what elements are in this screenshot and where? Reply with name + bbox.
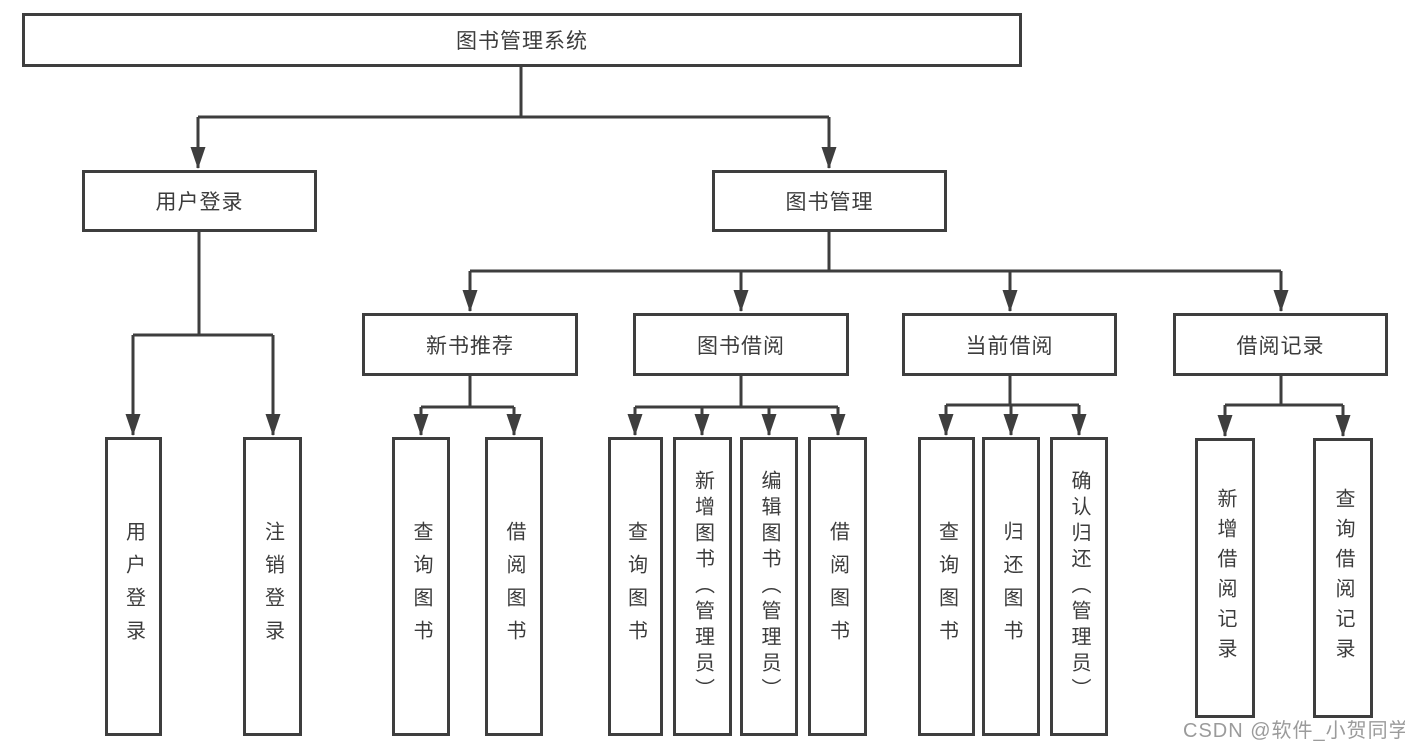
leaf-confirm-return-admin: 确认归还（管理员） — [1050, 437, 1108, 736]
node-label: 新书推荐 — [426, 334, 514, 358]
leaf-add-books-admin: 新增图书（管理员） — [673, 437, 732, 736]
node-label: 用户登录 — [155, 191, 244, 214]
leaf-query-books-current: 查询图书 — [918, 437, 975, 736]
node-label: 用户登录 — [122, 520, 145, 653]
node-label: 图书借阅 — [697, 334, 785, 358]
node-label: 查询图书 — [624, 520, 647, 653]
node-label: 借阅记录 — [1236, 334, 1325, 358]
leaf-query-books-recommendation: 查询图书 — [392, 437, 450, 736]
leaf-logout: 注销登录 — [243, 437, 302, 736]
node-user-login: 用户登录 — [82, 170, 317, 232]
leaf-query-borrow-record: 查询借阅记录 — [1313, 438, 1373, 718]
node-label: 编辑图书（管理员） — [758, 469, 780, 704]
node-label: 确认归还（管理员） — [1068, 469, 1090, 704]
node-label: 注销登录 — [261, 520, 284, 653]
node-label: 新增借阅记录 — [1214, 488, 1236, 668]
node-label: 借阅图书 — [503, 520, 525, 653]
node-label: 查询借阅记录 — [1332, 488, 1354, 668]
node-book-management: 图书管理 — [712, 170, 947, 232]
leaf-return-books: 归还图书 — [982, 437, 1040, 736]
leaf-borrow-books-recommendation: 借阅图书 — [485, 437, 543, 736]
node-current-borrowing: 当前借阅 — [902, 313, 1117, 376]
node-label: 当前借阅 — [965, 334, 1054, 358]
leaf-user-login: 用户登录 — [105, 437, 162, 736]
node-book-borrowing: 图书借阅 — [633, 313, 849, 376]
node-label: 查询图书 — [935, 520, 958, 653]
leaf-query-books-borrowing: 查询图书 — [608, 437, 663, 736]
leaf-edit-books-admin: 编辑图书（管理员） — [740, 437, 798, 736]
node-label: 图书管理系统 — [456, 30, 588, 53]
node-label: 借阅图书 — [826, 520, 849, 653]
node-library-management-system: 图书管理系统 — [22, 13, 1022, 67]
csdn-watermark: CSDN @软件_小贺同学 — [1183, 720, 1405, 742]
node-new-book-recommendation: 新书推荐 — [362, 313, 578, 376]
node-label: 图书管理 — [785, 191, 874, 214]
node-label: 新增图书（管理员） — [691, 469, 714, 704]
node-label: 归还图书 — [1000, 520, 1022, 653]
leaf-borrow-books-borrowing: 借阅图书 — [808, 437, 867, 736]
node-borrowing-records: 借阅记录 — [1173, 313, 1388, 376]
leaf-add-borrow-record: 新增借阅记录 — [1195, 438, 1255, 718]
node-label: 查询图书 — [410, 520, 432, 653]
